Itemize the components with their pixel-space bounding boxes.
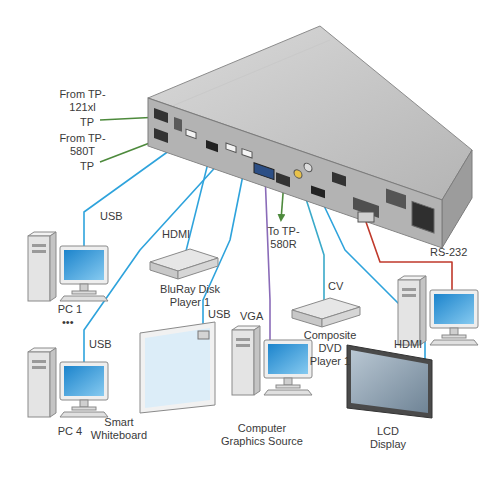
whiteboard <box>140 322 215 413</box>
rs232-plug <box>358 212 374 222</box>
led-block <box>174 117 182 132</box>
usb-port <box>186 129 196 138</box>
player-side <box>322 307 360 327</box>
signal-label: HDMI <box>162 228 190 241</box>
switcher-unit <box>148 26 472 248</box>
signal-label: USB <box>208 308 231 321</box>
signal-label: USB <box>100 210 123 223</box>
vga-cable <box>265 173 270 340</box>
player-front <box>150 262 178 279</box>
device-label: Smart Whiteboard <box>88 416 150 442</box>
computer-icon <box>398 276 478 345</box>
rca-jack <box>294 169 302 180</box>
rca-jack <box>304 162 312 173</box>
device-label: BluRay Disk Player 1 <box>145 283 235 309</box>
signal-label: RS-232 <box>430 246 467 259</box>
usb-port <box>226 143 236 152</box>
rj45-port <box>276 172 290 187</box>
device-node: Computer Graphics Source <box>212 325 312 450</box>
signal-label: ••• <box>62 316 74 329</box>
top-seam <box>170 40 330 107</box>
db9-port <box>386 188 406 209</box>
usb-box <box>198 331 209 339</box>
rj45-port <box>154 108 168 123</box>
signal-label: HDMI <box>394 338 422 351</box>
device-node: PC 1 <box>25 230 115 320</box>
signal-label: VGA <box>240 310 263 323</box>
rj45-port <box>154 128 168 143</box>
signal-label: CV <box>328 280 343 293</box>
device-label: LCD Display <box>365 425 411 451</box>
power-socket <box>412 201 434 233</box>
lcd-display <box>347 345 432 418</box>
rj45-port <box>332 172 346 187</box>
usb-port <box>242 149 252 158</box>
hdmi-port <box>311 185 325 198</box>
device-label: PC 1 <box>45 303 95 316</box>
lcd-frame <box>347 345 432 418</box>
signal-label: From TP-580T <box>55 132 110 158</box>
signal-label: To TP-580R <box>256 225 311 251</box>
device-label: Computer Graphics Source <box>216 422 308 448</box>
computer-icon <box>28 348 108 417</box>
lcd-screen <box>351 350 428 413</box>
computer-icon <box>232 326 312 395</box>
device-node: Smart Whiteboard <box>88 318 218 446</box>
device-label: Composite DVD Player 1 <box>302 329 358 368</box>
dvd-player <box>292 298 360 327</box>
player-side <box>178 258 218 279</box>
signal-label: From TP-121xl <box>55 88 110 114</box>
signal-label: TP <box>80 116 94 129</box>
vga-port <box>254 163 274 180</box>
computer-icon <box>28 232 108 301</box>
player-front <box>292 310 322 327</box>
hdmi-port <box>206 140 218 152</box>
switcher-side <box>442 150 472 248</box>
board-frame <box>140 322 215 413</box>
signal-label: USB <box>89 338 112 351</box>
device-node: Composite DVD Player 1 <box>285 295 375 375</box>
bluray-player <box>150 249 218 279</box>
board-surface <box>145 328 210 408</box>
signal-label: TP <box>80 160 94 173</box>
device-node: LCD Display <box>340 340 435 452</box>
device-node: PC 4 <box>25 347 115 442</box>
